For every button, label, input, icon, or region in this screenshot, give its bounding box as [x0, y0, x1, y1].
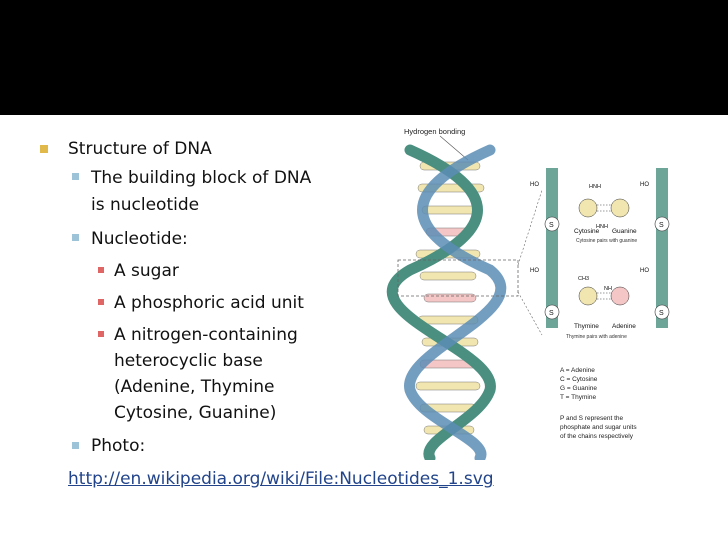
svg-text:Cytosine pairs with guanine: Cytosine pairs with guanine — [576, 238, 637, 244]
svg-text:S: S — [659, 310, 664, 317]
bullet-marker-l2 — [72, 234, 79, 241]
bullet-nitrogen-base-cont: heterocyclic base — [114, 351, 263, 371]
dna-diagram: Hydrogen bonding S S S S HO HO HO — [386, 127, 670, 460]
bullet-nitrogen-base: A nitrogen-containing — [114, 325, 298, 345]
svg-text:HNH: HNH — [589, 184, 601, 190]
svg-text:Thymine pairs with adenine: Thymine pairs with adenine — [566, 334, 627, 340]
bullet-sugar: A sugar — [114, 261, 179, 281]
bullet-structure-of-dna: Structure of DNA — [68, 139, 212, 159]
legend-cytosine: C = Cytosine — [560, 376, 598, 383]
svg-text:S: S — [549, 222, 554, 229]
bullet-photo: Photo: — [91, 436, 146, 456]
base-pair-detail: S S S S HO HO HO HO HNH HNH Cytosine Gua… — [530, 168, 670, 340]
svg-text:Thymine: Thymine — [574, 323, 599, 330]
svg-text:S: S — [659, 222, 664, 229]
ps-note: P and S represent the — [560, 415, 624, 422]
svg-text:Cytosine: Cytosine — [574, 228, 600, 235]
svg-text:HO: HO — [530, 182, 539, 188]
svg-text:HNH: HNH — [596, 224, 608, 230]
bullet-building-block: The building block of DNA — [91, 168, 312, 188]
bullet-marker-l3 — [98, 267, 104, 273]
ps-note: phosphate and sugar units — [560, 424, 637, 431]
ps-note: of the chains respectively — [560, 433, 634, 440]
bullet-building-block-cont: is nucleotide — [91, 195, 200, 215]
source-link[interactable]: http://en.wikipedia.org/wiki/File:Nucleo… — [68, 469, 494, 489]
hydrogen-bonding-label: Hydrogen bonding — [404, 127, 465, 136]
svg-text:HO: HO — [640, 182, 649, 188]
bullet-marker-l1 — [40, 145, 48, 153]
svg-text:Adenine: Adenine — [612, 323, 636, 330]
bullet-marker-l2 — [72, 173, 79, 180]
svg-text:S: S — [549, 310, 554, 317]
legend-thymine: T = Thymine — [560, 394, 596, 401]
svg-text:HO: HO — [640, 268, 649, 274]
bullet-phosphoric-acid: A phosphoric acid unit — [114, 293, 304, 313]
bullet-nitrogen-base-cont: (Adenine, Thymine — [114, 377, 275, 397]
svg-text:Guanine: Guanine — [612, 228, 637, 235]
strand-blue — [404, 144, 507, 460]
bullet-nitrogen-base-cont: Cytosine, Guanine) — [114, 403, 277, 423]
svg-text:HO: HO — [530, 268, 539, 274]
svg-text:NH: NH — [604, 286, 612, 292]
svg-text:CH3: CH3 — [578, 276, 589, 282]
title-band — [0, 0, 728, 115]
bullet-marker-l2 — [72, 442, 79, 449]
legend-guanine: G = Guanine — [560, 385, 597, 392]
base-legend: A = Adenine C = Cytosine G = Guanine T =… — [560, 367, 637, 440]
bullet-marker-l3 — [98, 299, 104, 305]
zoom-box — [397, 259, 519, 297]
bullet-marker-l3 — [98, 331, 104, 337]
strand-teal — [386, 144, 496, 460]
bullet-nucleotide: Nucleotide: — [91, 229, 188, 249]
dna-structure-figure: Hydrogen bonding S S S S HO HO HO — [380, 120, 686, 460]
legend-adenine: A = Adenine — [560, 367, 595, 374]
